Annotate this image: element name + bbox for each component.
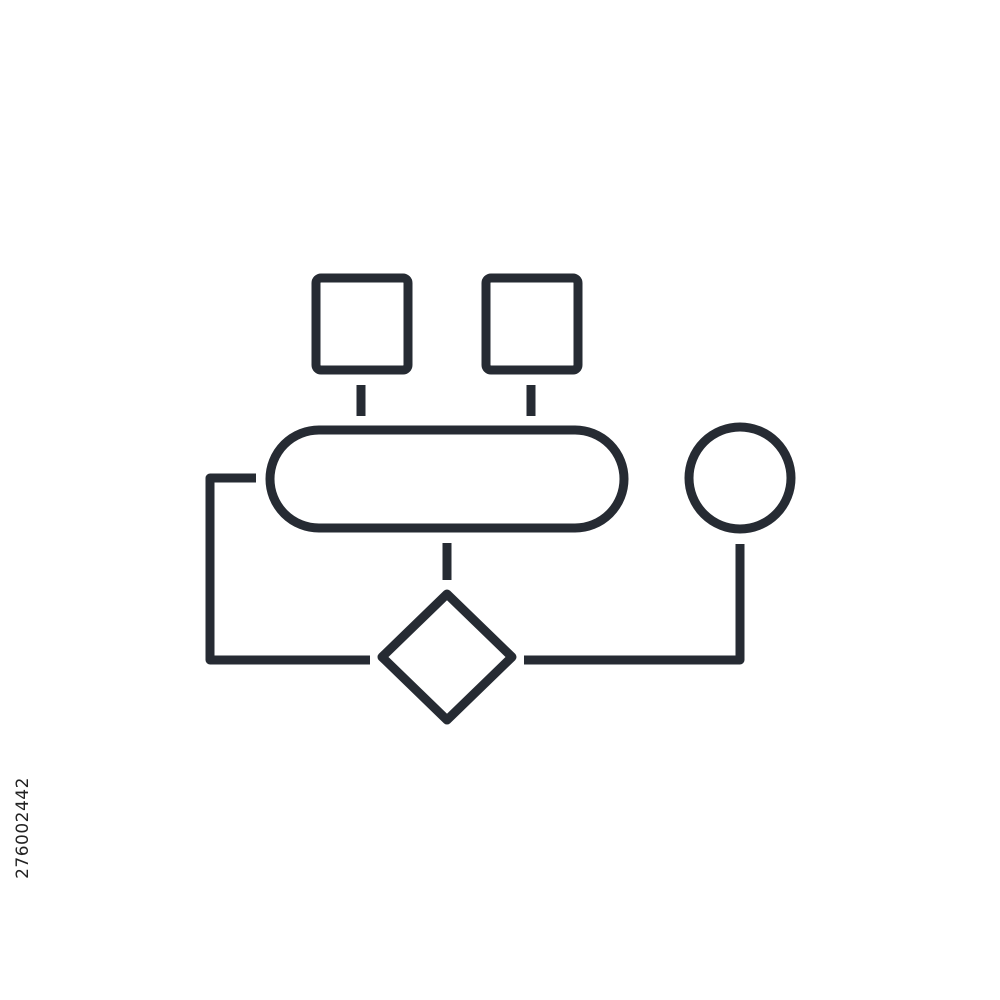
loop-connector-left bbox=[205, 473, 370, 665]
connector-diamond-circle bbox=[524, 544, 745, 665]
decision-diamond bbox=[377, 589, 517, 725]
stock-id-text: 276002442 bbox=[13, 777, 33, 879]
process-box-left bbox=[311, 273, 413, 375]
terminator-pill bbox=[265, 425, 629, 533]
process-box-right bbox=[481, 273, 583, 375]
stock-id-label: 276002442 bbox=[8, 762, 38, 894]
connector-circle bbox=[684, 422, 796, 534]
